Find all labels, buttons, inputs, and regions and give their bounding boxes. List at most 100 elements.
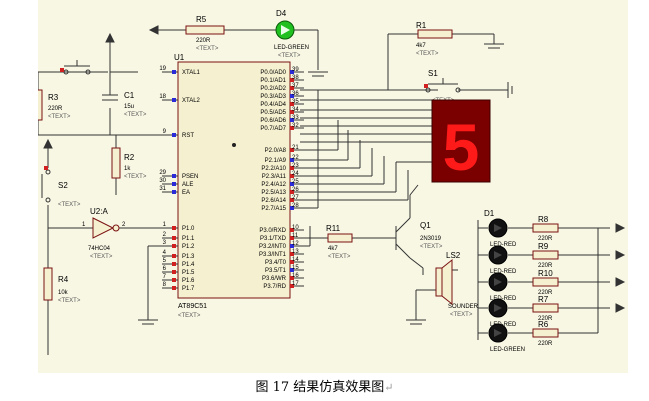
r3-resistor[interactable]: R3 220R <TEXT>	[33, 89, 71, 121]
led-3[interactable]: LED-RED	[488, 272, 517, 302]
led-symbol	[494, 224, 502, 232]
d4-led-green[interactable]: D4 LED-GREEN <TEXT>	[274, 9, 309, 59]
u1-text-placeholder: <TEXT>	[178, 313, 201, 319]
u1-pin-name: P3.4/T0	[265, 260, 287, 266]
led-label: LED-GREEN	[490, 347, 525, 353]
c1-value: 15u	[124, 104, 134, 110]
u1-pin-num: 32	[292, 123, 299, 129]
reset-pushbutton[interactable]	[60, 60, 91, 75]
u1-pin-name: P0.1/AD1	[260, 78, 286, 84]
u1-pin-name: PSEN	[182, 174, 198, 180]
u1-pin-name: XTAL2	[182, 98, 201, 104]
r8-ref: R8	[538, 215, 549, 224]
r1-resistor[interactable]: R1 4k7 <TEXT>	[416, 21, 453, 57]
u1-pin-name: P1.5	[182, 270, 195, 276]
u1-pin-num: 35	[292, 99, 299, 105]
u1-pin-name: P3.2/INT0	[259, 244, 287, 250]
u1-pin-num: 26	[292, 187, 299, 193]
figure-caption: 图 17 结果仿真效果图↵	[0, 376, 649, 395]
led-5[interactable]: LED-GREEN	[488, 323, 525, 353]
c1-capacitor[interactable]: C1 15u <TEXT>	[102, 91, 147, 118]
d1-ref: D1	[484, 209, 495, 218]
u1-pin-p3-4-t0: P3.4/T0 14	[265, 257, 304, 266]
r5-resistor[interactable]: R5 220R <TEXT>	[185, 15, 225, 52]
u1-pin-num: 22	[292, 155, 299, 161]
u1-pin-name: P2.4/A12	[261, 182, 286, 188]
u1-pin-num: 14	[292, 257, 299, 263]
u1-pin-p1-0: 1P1.0	[162, 222, 195, 232]
u1-pin-num: 4	[163, 250, 167, 256]
s2-pushbutton[interactable]: S2 <TEXT>	[41, 166, 81, 208]
r7-value: 220R	[538, 316, 553, 322]
r1-text: <TEXT>	[416, 51, 439, 57]
u1-pin-name: P0.2/AD2	[260, 86, 286, 92]
r4-text: <TEXT>	[58, 298, 81, 304]
u1-pin-name: P2.1/A9	[265, 158, 287, 164]
u1-pin-name: P3.5/T1	[265, 268, 287, 274]
q1-transistor[interactable]: Q1 2N3019 <TEXT>	[420, 221, 443, 250]
u1-pin-name: ALE	[182, 182, 193, 188]
d4-value: LED-GREEN	[274, 45, 309, 51]
u1-pin-name: P0.3/AD3	[260, 94, 286, 100]
u1-left-pins: 19XTAL118XTAL29RST29PSEN30ALE31EA1P1.02P…	[159, 66, 200, 292]
u1-pin-num: 10	[292, 225, 299, 231]
u1-ref: U1	[174, 53, 185, 62]
u1-pin-num: 1	[163, 222, 167, 228]
u2a-pin-in: 1	[82, 222, 86, 228]
schematic-canvas: U1 AT89C51 <TEXT> 19XTAL118XTAL29RST29PS…	[33, 9, 626, 355]
s2-text: <TEXT>	[58, 202, 81, 208]
u1-microcontroller[interactable]: U1 AT89C51 <TEXT>	[174, 53, 291, 319]
r4-ref: R4	[58, 275, 69, 284]
u1-pin-num: 9	[163, 129, 167, 135]
led-4[interactable]: LED-RED	[488, 298, 517, 328]
u1-pin-num: 34	[292, 107, 299, 113]
u1-pin-num: 36	[292, 91, 299, 97]
u1-pin-num: 39	[292, 67, 299, 73]
r10-ref: R10	[538, 269, 553, 278]
u1-pin-num: 19	[159, 66, 166, 72]
u2a-inverter[interactable]: U2:A 74HC04 <TEXT> 1 2	[82, 207, 126, 260]
r2-text: <TEXT>	[124, 174, 147, 180]
u1-part: AT89C51	[178, 303, 207, 310]
display-digit: 5	[443, 110, 480, 184]
r4-resistor[interactable]: R4 10k <TEXT>	[43, 267, 81, 304]
u1-pin-name: P2.7/A15	[261, 206, 286, 212]
r9-value: 220R	[538, 263, 553, 269]
ls2-sounder[interactable]: LS2 SOUNDER <TEXT>	[435, 251, 479, 318]
u1-pin-num: 31	[159, 186, 166, 192]
u1-pin-name: P1.1	[182, 236, 195, 242]
u1-pin-name: P1.3	[182, 254, 195, 260]
u1-pin-num: 16	[292, 273, 299, 279]
led-resistor-bank[interactable]: R8 220R R9 220R R10 220R R7 220R R6 220R	[532, 215, 559, 347]
led-2[interactable]: LED-RED	[488, 245, 517, 275]
r2-resistor[interactable]: R2 1k <TEXT>	[111, 147, 147, 180]
seven-segment-display[interactable]: 5	[431, 99, 491, 184]
u1-pin-p1-4: 5P1.4	[162, 258, 195, 268]
ls2-ref: LS2	[446, 251, 461, 260]
s1-pushbutton[interactable]: S1 <TEXT>	[424, 69, 461, 104]
led-1[interactable]: LED-RED	[488, 218, 517, 248]
u2a-pin-out: 2	[122, 222, 126, 228]
u1-pin-name: P3.1/TXD	[260, 236, 287, 242]
ground-symbols	[138, 43, 513, 325]
r11-resistor[interactable]: R11 4k7 <TEXT>	[326, 224, 353, 260]
u1-pin-num: 18	[159, 94, 166, 100]
r11-value: 4k7	[328, 246, 338, 252]
u2a-value: 74HC04	[88, 246, 111, 252]
u1-pin-name: P3.7/RD	[263, 284, 286, 290]
u1-pin-num: 21	[292, 145, 299, 151]
u1-pin-name: P2.0/A8	[265, 148, 287, 154]
u2a-ref: U2:A	[90, 207, 108, 216]
